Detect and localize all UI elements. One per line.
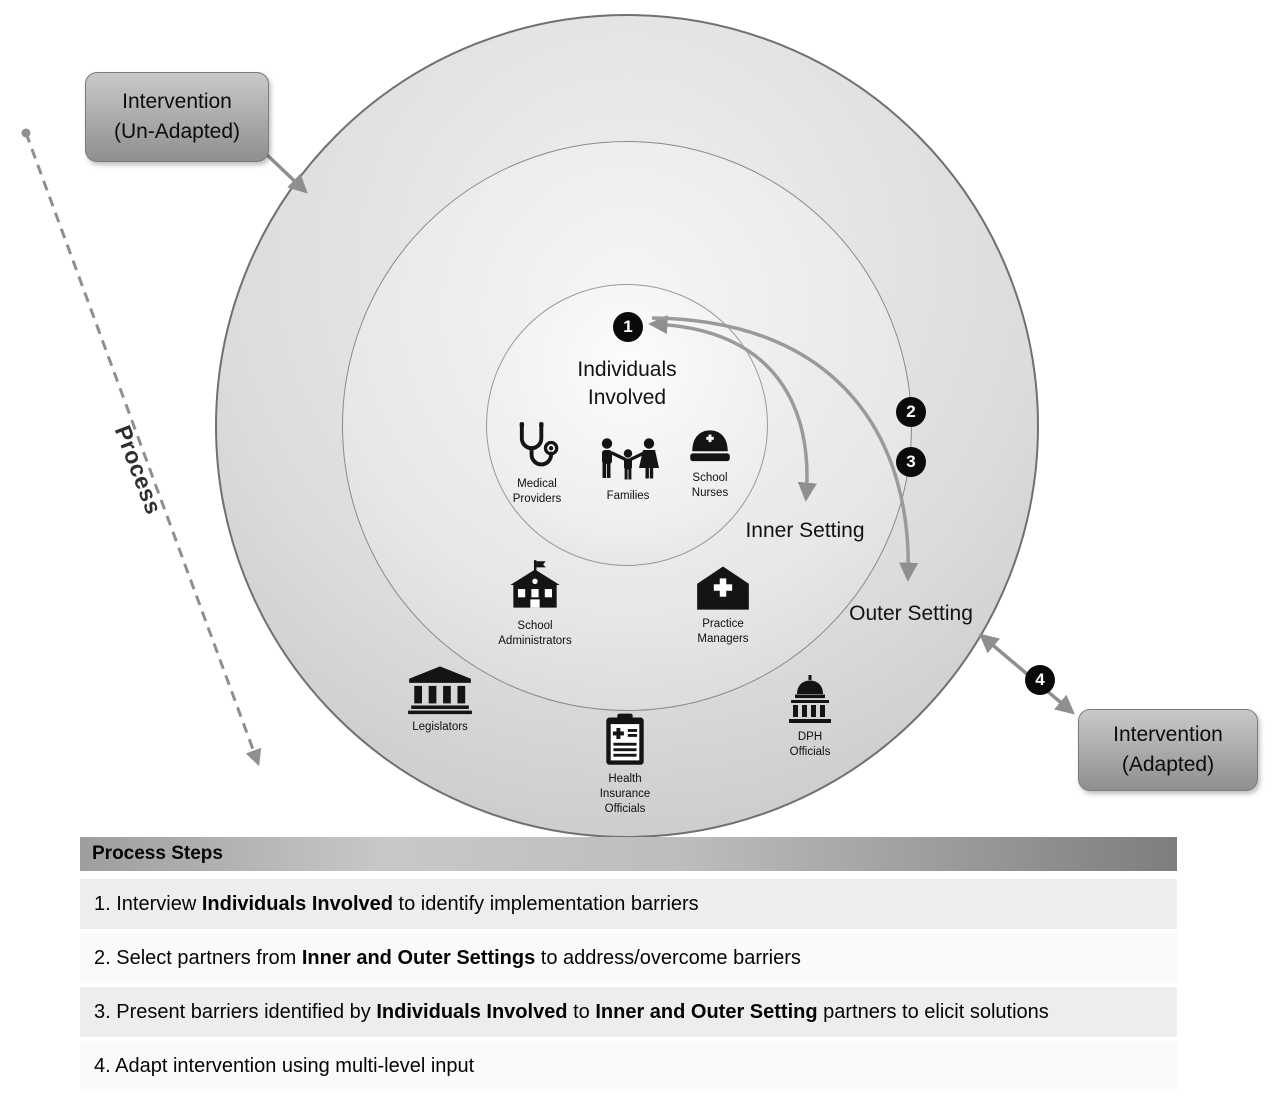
capitol-dome-icon: [789, 675, 831, 723]
intervention-unadapted-callout: Intervention (Un-Adapted): [85, 72, 269, 162]
step4-text: 4. Adapt intervention using multi-level …: [94, 1054, 475, 1077]
intervention-unadapted-line1: Intervention: [122, 89, 232, 113]
families-label: Families: [606, 490, 650, 502]
clinic-house-icon: [697, 566, 749, 610]
practice-managers-group: Practice Managers: [688, 562, 758, 647]
step-badge-2: 2: [896, 397, 926, 427]
process-step-3: 3. Present barriers identified by Indivi…: [80, 987, 1177, 1037]
step2-text: 2. Select partners from Inner and Outer …: [94, 946, 801, 969]
process-label: Process: [109, 421, 168, 518]
family-icon: [601, 438, 659, 480]
school-building-icon: [510, 560, 560, 608]
individuals-title-line2: Involved: [587, 386, 667, 410]
clipboard-cross-icon: [606, 713, 644, 765]
process-step-1: 1. Interview Individuals Involved to ide…: [80, 879, 1177, 929]
health-insurance-group: Health Insurance Officials: [590, 712, 660, 817]
process-step-2: 2. Select partners from Inner and Outer …: [80, 933, 1177, 983]
step1-text: 1. Interview Individuals Involved to ide…: [94, 892, 699, 915]
process-steps-rows: 1. Interview Individuals Involved to ide…: [80, 879, 1177, 1091]
school-administrators-label: School Administrators: [498, 620, 572, 647]
dph-officials-group: DPH Officials: [782, 675, 838, 760]
medical-providers-group: Medical Providers: [505, 420, 569, 507]
outer-setting-title: Outer Setting: [849, 602, 973, 625]
intervention-adapted-line1: Intervention: [1113, 722, 1223, 746]
inner-setting-title: Inner Setting: [745, 519, 865, 542]
individuals-involved-title: Individuals Involved: [577, 356, 676, 413]
intervention-adapted-line2: (Adapted): [1121, 753, 1215, 776]
school-nurses-group: School Nurses: [682, 424, 738, 501]
practice-managers-label: Practice Managers: [697, 618, 749, 645]
legislators-group: Legislators: [405, 663, 475, 735]
intervention-unadapted-line2: (Un-Adapted): [113, 120, 241, 143]
step-badge-3: 3: [896, 447, 926, 477]
families-group: Families: [596, 436, 660, 504]
process-steps-header: Process Steps: [80, 837, 1177, 873]
process-arrow-start-dot: [21, 128, 31, 138]
school-nurses-label: School Nurses: [691, 472, 729, 499]
stethoscope-icon: [519, 422, 559, 467]
nurse-cap-icon: [690, 430, 730, 462]
school-administrators-group: School Administrators: [487, 560, 583, 649]
medical-providers-label: Medical Providers: [512, 478, 562, 505]
step-badge-4: 4: [1025, 665, 1055, 695]
health-insurance-label: Health Insurance Officials: [599, 773, 651, 815]
dph-officials-label: DPH Officials: [789, 731, 831, 758]
step-badge-1: 1: [613, 312, 643, 342]
legislators-label: Legislators: [412, 721, 468, 733]
individuals-title-line1: Individuals: [577, 358, 677, 381]
process-step-4: 4. Adapt intervention using multi-level …: [80, 1041, 1177, 1091]
capitol-columns-icon: [408, 666, 472, 715]
process-steps-panel: Process Steps 1. Interview Individuals I…: [80, 837, 1177, 1095]
intervention-adapted-callout: Intervention (Adapted): [1078, 709, 1258, 791]
step3-text: 3. Present barriers identified by Indivi…: [94, 1000, 1049, 1023]
